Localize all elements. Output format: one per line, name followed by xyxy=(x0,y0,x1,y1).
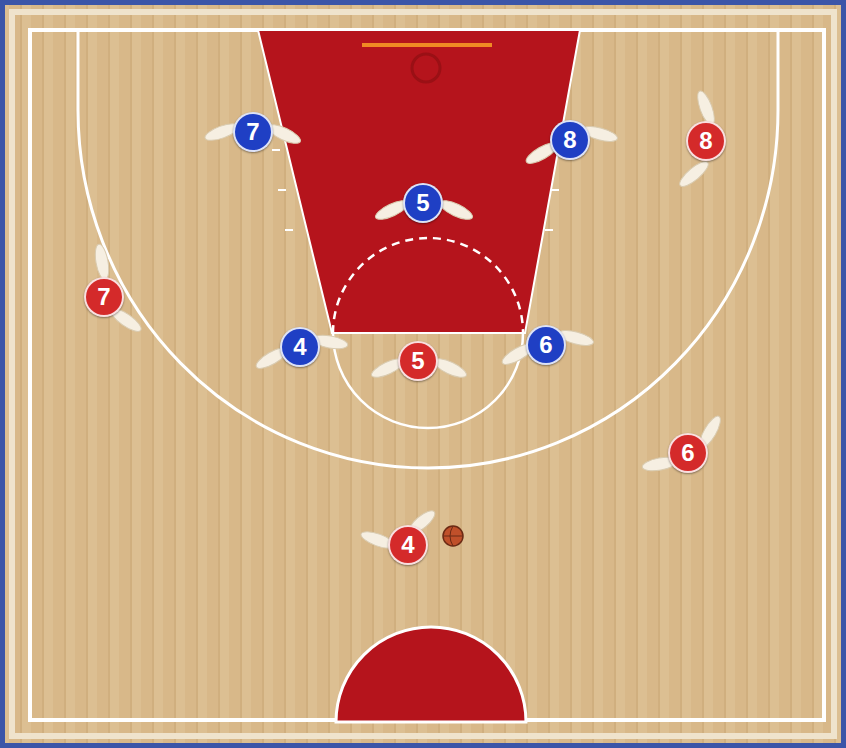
offense-player: 6 xyxy=(668,433,708,473)
offense-player: 4 xyxy=(388,525,428,565)
player-number: 4 xyxy=(401,533,414,557)
defense-player: 4 xyxy=(280,327,320,367)
defense-player: 8 xyxy=(550,120,590,160)
player-number: 6 xyxy=(681,441,694,465)
player-number: 7 xyxy=(246,120,259,144)
player-number: 8 xyxy=(563,128,576,152)
player-number: 7 xyxy=(97,285,110,309)
player-number: 8 xyxy=(699,129,712,153)
player-number: 4 xyxy=(293,335,306,359)
offense-player: 7 xyxy=(84,277,124,317)
offense-player: 5 xyxy=(398,341,438,381)
defense-player: 7 xyxy=(233,112,273,152)
defense-player: 5 xyxy=(403,183,443,223)
defense-player: 6 xyxy=(526,325,566,365)
player-number: 5 xyxy=(416,191,429,215)
player-number: 6 xyxy=(539,333,552,357)
offense-player: 8 xyxy=(686,121,726,161)
player-number: 5 xyxy=(411,349,424,373)
